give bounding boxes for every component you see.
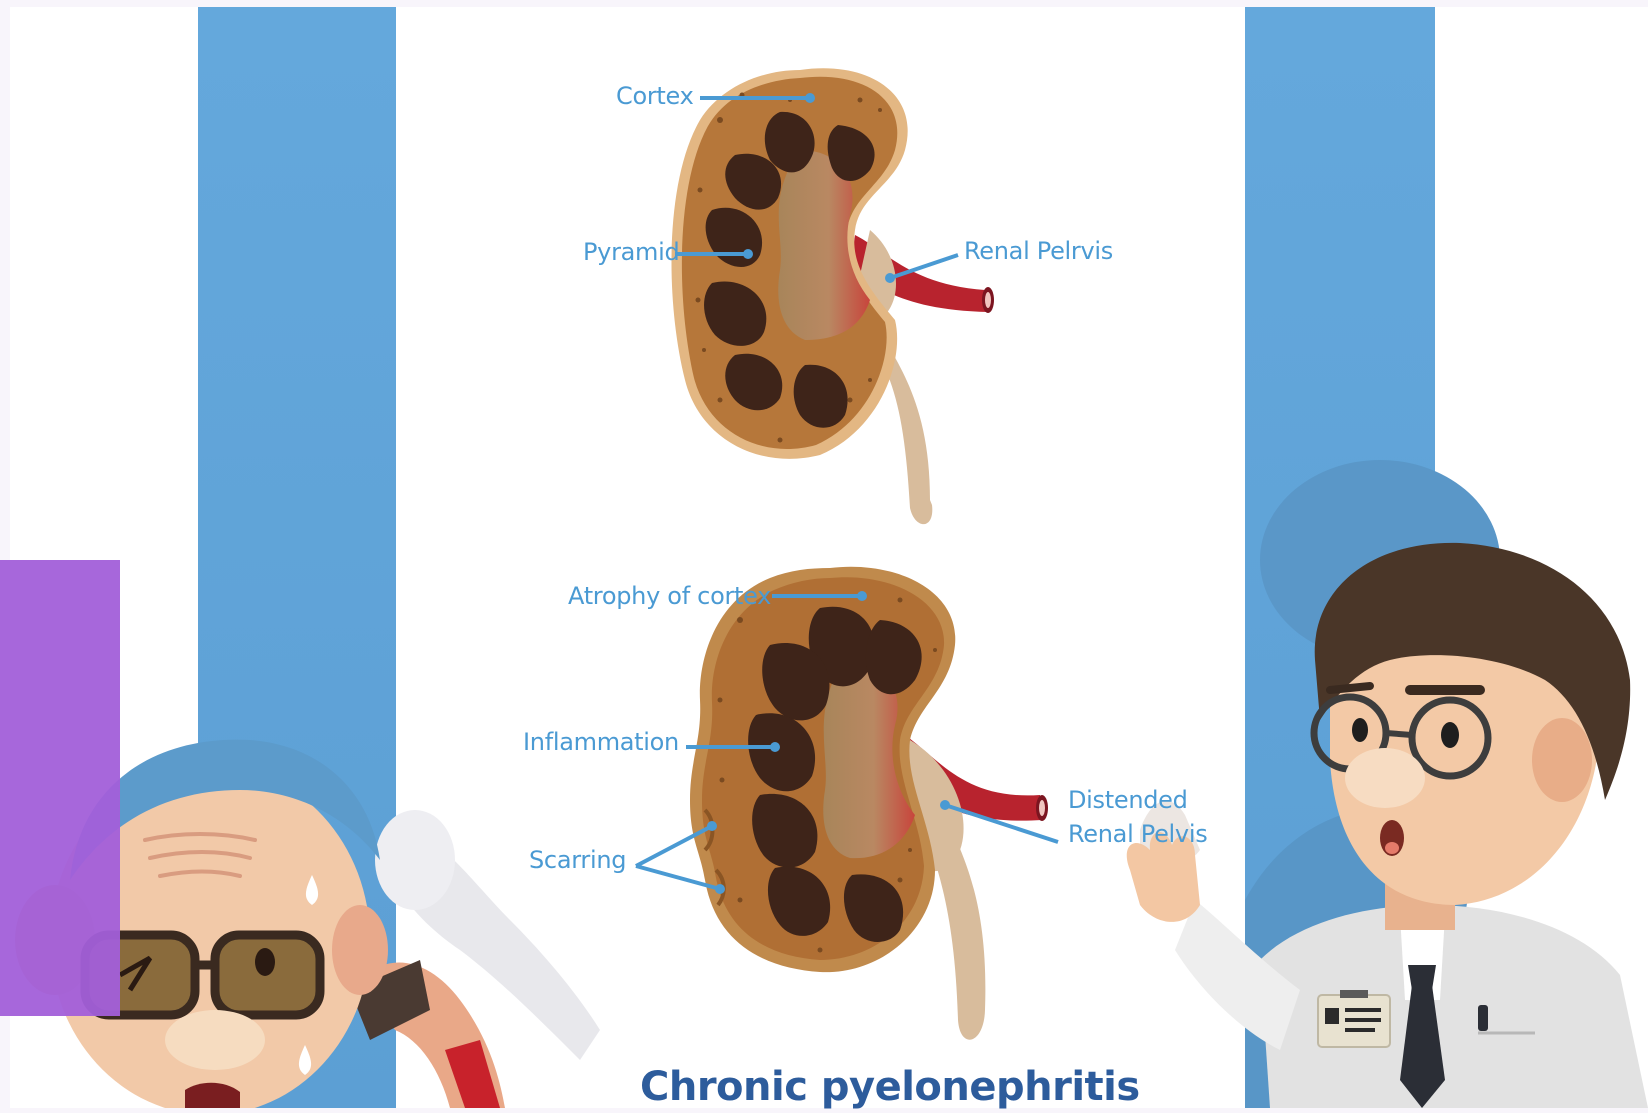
label-renal-pelvis: Renal Pelrvis (964, 237, 1113, 265)
purple-overlay-block (0, 560, 120, 1016)
label-atrophy-of-cortex: Atrophy of cortex (568, 582, 771, 610)
label-inflammation: Inflammation (523, 728, 679, 756)
doctor-nose (1345, 748, 1425, 808)
label-distended-renal-pelvis: Renal Pelvis (1068, 820, 1207, 848)
label-pyramid: Pyramid (583, 238, 679, 266)
diagram-title: Chronic pyelonephritis (640, 1064, 1140, 1110)
patient-nose (165, 1010, 265, 1070)
label-distended: Distended (1068, 786, 1188, 814)
label-cortex: Cortex (616, 82, 693, 110)
doctor-ear (1532, 718, 1592, 802)
label-scarring: Scarring (529, 846, 626, 874)
